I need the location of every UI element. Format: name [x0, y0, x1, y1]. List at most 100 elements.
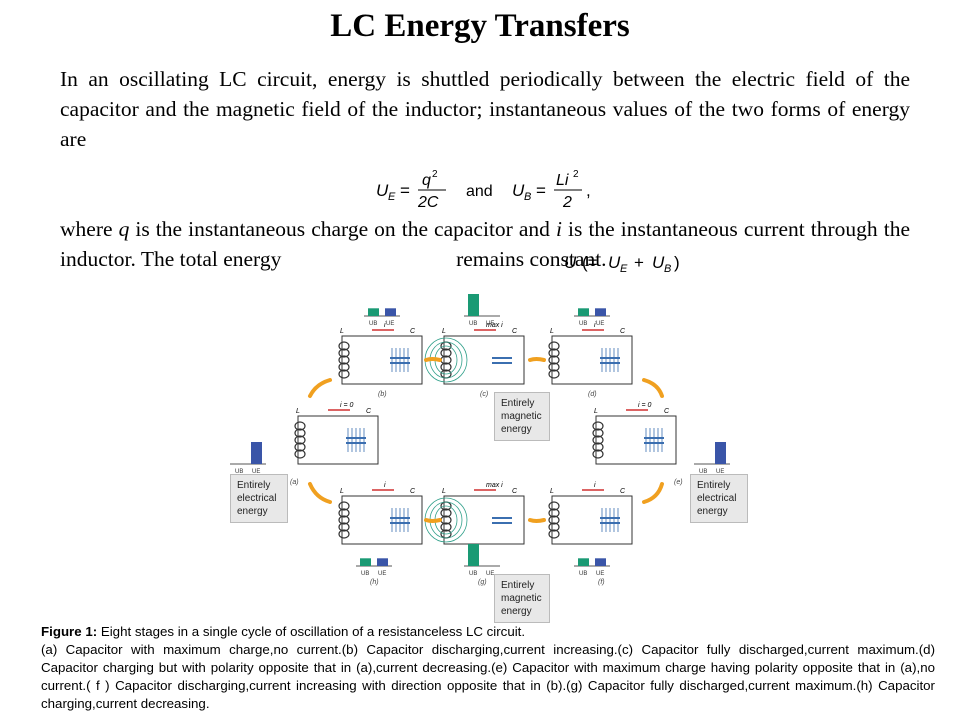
inductor-coil — [294, 435, 306, 445]
cycle-arrow — [642, 482, 664, 504]
inductor-label: L — [442, 488, 446, 495]
svg-text:q: q — [422, 172, 431, 189]
text-run: is the instantaneous current through the… — [60, 217, 911, 271]
circuit-loop — [595, 415, 677, 465]
caption-label: Figure 1: — [41, 624, 98, 639]
inductor-label: L — [594, 408, 598, 415]
capacitor-label: C — [620, 328, 626, 335]
intro-paragraph: In an oscillating LC circuit, energy is … — [60, 67, 910, 151]
inductor-coil — [338, 501, 350, 511]
inductor-coil — [592, 449, 604, 459]
ub-label: UB — [235, 469, 243, 475]
ub-bar — [368, 308, 379, 316]
svg-text:2: 2 — [432, 169, 438, 180]
current-label: max i — [486, 482, 503, 489]
cycle-arrow — [528, 518, 546, 523]
svg-text:=: = — [400, 181, 410, 200]
inductor-coil — [548, 348, 560, 358]
inductor-label: L — [550, 488, 554, 495]
ue-bar — [251, 442, 262, 464]
svg-text:U: U — [564, 253, 577, 272]
ub-label: UB — [361, 571, 369, 577]
capacitor-label: C — [620, 488, 626, 495]
inductor-label: L — [442, 328, 446, 335]
inductor-coil — [294, 442, 306, 452]
inductor-coil — [548, 369, 560, 379]
svg-text:2: 2 — [573, 169, 579, 180]
svg-text:,: , — [586, 181, 591, 200]
circuit-loop — [341, 495, 423, 545]
stage-label: (e) — [674, 479, 683, 486]
current-label: i — [384, 322, 386, 329]
inductor-label: L — [296, 408, 300, 415]
inductor-coil — [592, 421, 604, 431]
total-energy-equation: U (= U E + U B ) — [564, 253, 680, 275]
circuit-loop — [297, 415, 379, 465]
capacitor-label: C — [366, 408, 372, 415]
ue-bar — [385, 308, 396, 316]
inductor-coil — [548, 515, 560, 525]
inductor-coil — [592, 442, 604, 452]
energy-equations: U E = q 2 2C and U B = Li 2 2 , — [376, 169, 591, 211]
ue-label: UE — [596, 571, 604, 577]
capacitor-plate — [492, 362, 512, 364]
capacitor-plate — [492, 522, 512, 524]
inductor-coil — [294, 421, 306, 431]
inductor-coil — [294, 449, 306, 459]
ub-label: UB — [699, 469, 707, 475]
inductor-coil — [338, 348, 350, 358]
svg-text:Li: Li — [556, 172, 569, 189]
ub-label: UB — [579, 571, 587, 577]
circuit-loop — [551, 335, 633, 385]
inductor-coil — [338, 369, 350, 379]
capacitor-label: C — [410, 488, 416, 495]
ub-bar — [360, 558, 371, 566]
stage-label: (g) — [478, 579, 487, 586]
var-i: i — [556, 217, 562, 241]
svg-text:U: U — [608, 253, 621, 272]
figure-caption: Figure 1: Eight stages in a single cycle… — [41, 623, 935, 713]
svg-text:U: U — [376, 181, 389, 200]
current-label: i = 0 — [340, 402, 354, 409]
inductor-coil — [548, 362, 560, 372]
inductor-coil — [338, 341, 350, 351]
inductor-coil — [548, 508, 560, 518]
svg-text:E: E — [388, 191, 396, 203]
svg-text:E: E — [620, 263, 628, 275]
stage-label: (c) — [480, 391, 488, 398]
inductor-coil — [440, 348, 452, 358]
stage-label: (a) — [290, 479, 299, 486]
svg-text:U: U — [652, 253, 665, 272]
inductor-coil — [338, 362, 350, 372]
capacitor-label: C — [410, 328, 416, 335]
svg-text:2C: 2C — [417, 194, 439, 211]
ue-label: UE — [378, 571, 386, 577]
ue-label: UE — [486, 321, 494, 327]
text-run: remains constant. — [450, 247, 607, 271]
ub-label: UB — [469, 571, 477, 577]
ub-bar — [468, 294, 479, 316]
inductor-coil — [548, 341, 560, 351]
inductor-coil — [338, 515, 350, 525]
current-label: i — [594, 482, 596, 489]
cycle-arrow — [424, 357, 442, 362]
inductor-coil — [338, 355, 350, 365]
inductor-coil — [548, 501, 560, 511]
inductor-label: L — [340, 488, 344, 495]
inductor-coil — [440, 362, 452, 372]
current-label: i = 0 — [638, 402, 652, 409]
capacitor-label: C — [512, 488, 518, 495]
cycle-arrow — [308, 482, 332, 504]
circuit-loop — [443, 495, 525, 545]
svg-text:=: = — [536, 181, 546, 200]
svg-text:): ) — [674, 253, 680, 272]
explanation-paragraph: where q is the instantaneous charge on t… — [60, 214, 910, 274]
stage-label: (h) — [370, 579, 379, 586]
circuit-loop — [551, 495, 633, 545]
ue-label: UE — [386, 321, 394, 327]
ue-bar — [715, 442, 726, 464]
ue-label: UE — [486, 571, 494, 577]
